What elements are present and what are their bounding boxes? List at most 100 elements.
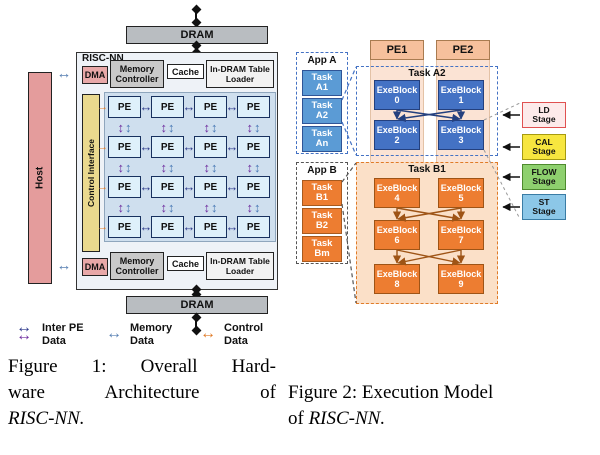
task-a1: Task A1 xyxy=(302,70,342,96)
inter-pe-data-arrow-icon: ↔ ↔ xyxy=(16,319,32,344)
inter-pe-arrow: ↔ xyxy=(182,139,196,154)
control-data-arrow: → xyxy=(97,221,108,233)
dram-bus-link-lower xyxy=(191,284,201,300)
dram-bottom: DRAM xyxy=(126,296,268,314)
legend-inter-pe-data: Inter PE Data xyxy=(42,322,84,347)
pe-unit: PE xyxy=(237,216,270,238)
exeblock-6: ExeBlock 6 xyxy=(374,220,420,250)
indram-table-loader-top: In-DRAM Table Loader xyxy=(206,60,274,88)
pe-unit: PE xyxy=(151,96,184,118)
inter-pe-arrow: ↔ xyxy=(225,179,239,194)
exeblock-2: ExeBlock 2 xyxy=(374,120,420,150)
memory-data-arrow-icon: ↔ xyxy=(106,325,122,342)
pe-vertical-links: ↕↕ xyxy=(203,119,218,135)
inter-pe-arrow: ↔ xyxy=(225,139,239,154)
pe-unit: PE xyxy=(194,216,227,238)
exeblock-3: ExeBlock 3 xyxy=(438,120,484,150)
pe-vertical-links: ↕↕ xyxy=(246,159,261,175)
dram-bus-link-top xyxy=(191,4,201,28)
control-data-arrow: → xyxy=(97,181,108,193)
inter-pe-arrow: ↔ xyxy=(225,219,239,234)
pe-vertical-links: ↕↕ xyxy=(160,119,175,135)
inter-pe-arrow: ↔ xyxy=(139,99,153,114)
host-label: Host xyxy=(34,166,46,190)
exeblock-5: ExeBlock 5 xyxy=(438,178,484,208)
exeblock-7: ExeBlock 7 xyxy=(438,220,484,250)
pe-unit: PE xyxy=(151,216,184,238)
app-b-label: App B xyxy=(307,165,337,176)
app-a-label: App A xyxy=(307,55,337,66)
pe-unit: PE xyxy=(237,96,270,118)
pe-vertical-links: ↕↕ xyxy=(203,159,218,175)
pe-vertical-links: ↕↕ xyxy=(117,159,132,175)
pe-vertical-links: ↕↕ xyxy=(117,199,132,215)
ld-stage-box: LD Stage xyxy=(522,102,566,128)
cal-stage-box: CAL Stage xyxy=(522,134,566,160)
dma-top: DMA xyxy=(82,66,108,84)
task-a2: Task A2 xyxy=(302,98,342,124)
cache-bottom: Cache xyxy=(167,256,204,271)
pe-unit: PE xyxy=(108,176,141,198)
control-data-arrow: → xyxy=(97,101,108,113)
pe-unit: PE xyxy=(237,136,270,158)
pe-vertical-links: ↕↕ xyxy=(246,119,261,135)
dram-bus-link-bottom xyxy=(191,312,201,336)
pe-unit: PE xyxy=(194,96,227,118)
host-block: Host xyxy=(28,72,52,284)
task-b2: Task B2 xyxy=(302,208,342,234)
execution-flow-arrows xyxy=(341,66,521,304)
memory-controller-top: Memory Controller xyxy=(110,60,164,88)
pe-unit: PE xyxy=(194,176,227,198)
pe-vertical-links: ↕↕ xyxy=(117,119,132,135)
exeblock-9: ExeBlock 9 xyxy=(438,264,484,294)
pe-unit: PE xyxy=(237,176,270,198)
inter-pe-arrow: ↔ xyxy=(139,139,153,154)
host-dma-arrow-top: ↔ xyxy=(56,65,72,82)
figure2-caption: Figure 2: Execution Model of RISC-NN. xyxy=(288,380,590,432)
pe-unit: PE xyxy=(151,136,184,158)
exeblock-0: ExeBlock 0 xyxy=(374,80,420,110)
host-dma-arrow-bottom: ↔ xyxy=(56,257,72,274)
caption-line: of RISC-NN. xyxy=(288,408,386,429)
legend-memory-data: Memory Data xyxy=(130,322,173,347)
task-bm: Task Bm xyxy=(302,236,342,262)
pe2-header: PE2 xyxy=(436,40,490,60)
pe-unit: PE xyxy=(194,136,227,158)
pe-vertical-links: ↕↕ xyxy=(160,199,175,215)
caption-line: Figure 1: Overall Hard- xyxy=(8,356,276,377)
caption-line: ware Architecture of xyxy=(8,382,276,403)
riscnn-label: RISC-NN xyxy=(82,53,124,64)
pe-unit: PE xyxy=(108,96,141,118)
flow-stage-box: FLOW Stage xyxy=(522,164,566,190)
exeblock-8: ExeBlock 8 xyxy=(374,264,420,294)
dram-bus-link-upper xyxy=(191,40,201,58)
exeblock-4: ExeBlock 4 xyxy=(374,178,420,208)
control-interface: Control Interface xyxy=(82,94,100,252)
inter-pe-arrow: ↔ xyxy=(139,219,153,234)
pe-vertical-links: ↕↕ xyxy=(246,199,261,215)
task-b1-region-label: Task B1 xyxy=(408,164,446,175)
task-an: Task An xyxy=(302,126,342,152)
task-b1: Task B1 xyxy=(302,180,342,206)
exeblock-1: ExeBlock 1 xyxy=(438,80,484,110)
control-data-arrow: → xyxy=(97,141,108,153)
pe1-header: PE1 xyxy=(370,40,424,60)
cache-top: Cache xyxy=(167,64,204,79)
dma-bottom: DMA xyxy=(82,258,108,276)
pe-vertical-links: ↕↕ xyxy=(203,199,218,215)
control-data-arrow-icon: ↔ xyxy=(200,325,216,342)
st-stage-box: ST Stage xyxy=(522,194,566,220)
indram-table-loader-bottom: In-DRAM Table Loader xyxy=(206,252,274,280)
caption-line: RISC-NN. xyxy=(8,408,85,429)
inter-pe-arrow: ↔ xyxy=(225,99,239,114)
figure1-caption: Figure 1: Overall Hard- ware Architectur… xyxy=(8,354,276,432)
pe-unit: PE xyxy=(108,216,141,238)
inter-pe-arrow: ↔ xyxy=(139,179,153,194)
inter-pe-arrow: ↔ xyxy=(182,99,196,114)
inter-pe-arrow: ↔ xyxy=(182,179,196,194)
legend-control-data: Control Data xyxy=(224,322,264,347)
pe-unit: PE xyxy=(108,136,141,158)
task-a2-region-label: Task A2 xyxy=(408,68,446,79)
caption-line: Figure 2: Execution Model xyxy=(288,382,494,403)
